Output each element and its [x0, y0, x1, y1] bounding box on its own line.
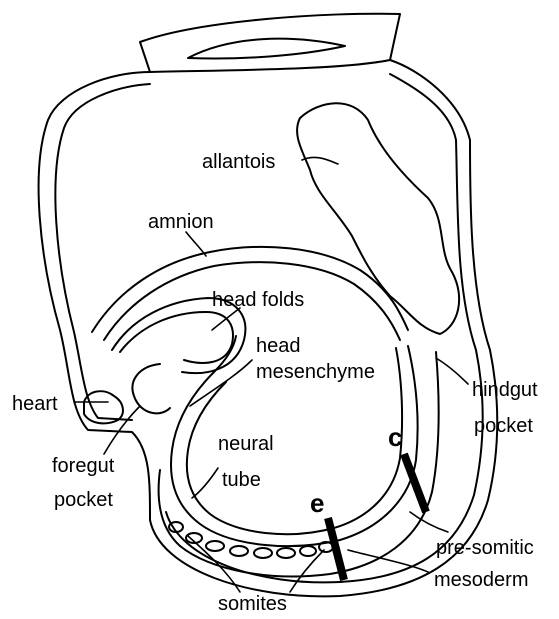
label-presomitic-1: pre-somitic — [436, 537, 534, 559]
somite — [300, 546, 316, 556]
label-head-mesenchyme-1: head — [256, 335, 301, 357]
label-amnion: amnion — [148, 211, 214, 233]
leader-hindgut — [436, 358, 468, 384]
label-somites: somites — [218, 593, 287, 615]
label-foregut-1: foregut — [52, 455, 115, 477]
leader-neural-tube — [192, 468, 218, 498]
allantois-shape — [297, 103, 459, 334]
somite — [206, 541, 224, 551]
label-neural-tube-1: neural — [218, 433, 274, 455]
ectoplacental-cone — [140, 14, 400, 72]
label-hindgut-2: pocket — [474, 415, 533, 437]
label-allantois: allantois — [202, 151, 275, 173]
somite — [254, 548, 272, 558]
label-head-folds: head folds — [212, 289, 304, 311]
leader-head-folds — [212, 308, 240, 330]
label-foregut-2: pocket — [54, 489, 113, 511]
marker-e: e — [310, 488, 324, 518]
label-head-mesenchyme-2: mesenchyme — [256, 361, 375, 383]
label-neural-tube-2: tube — [222, 469, 261, 491]
label-hindgut-1: hindgut — [472, 379, 538, 401]
somite — [230, 546, 248, 556]
label-presomitic-2: mesoderm — [434, 569, 528, 591]
label-heart: heart — [12, 393, 58, 415]
somite — [277, 548, 295, 558]
leader-amnion — [186, 232, 206, 256]
marker-c: c — [388, 422, 402, 452]
